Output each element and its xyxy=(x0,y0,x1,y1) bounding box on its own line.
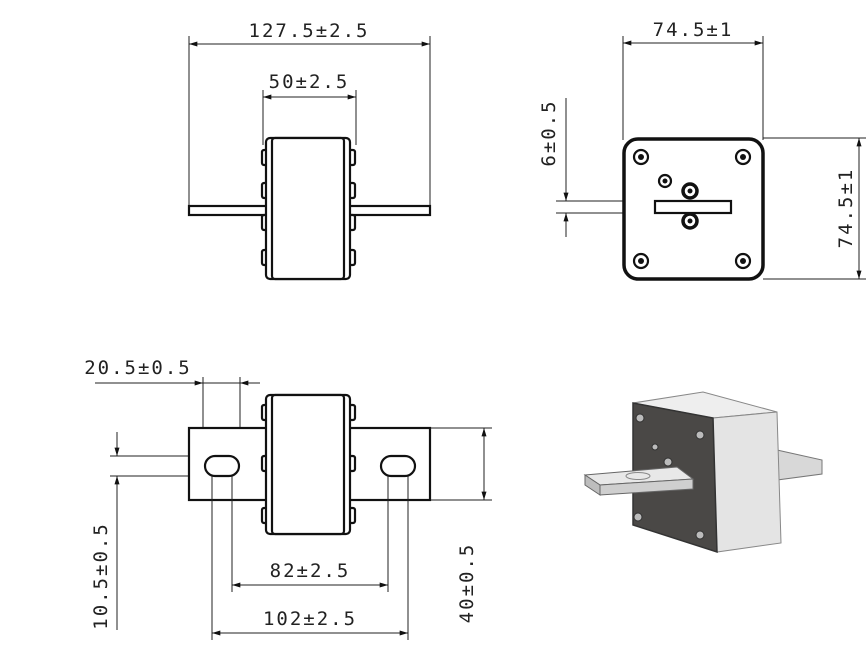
slot-left xyxy=(203,454,241,478)
front-view: 127.5±2.5 50±2.5 xyxy=(187,20,432,281)
dim-slot-center-inner: 82±2.5 xyxy=(270,560,351,582)
dim-end-width: 74.5±1 xyxy=(653,19,734,41)
screws xyxy=(632,148,752,270)
dim-end-height: 74.5±1 xyxy=(835,168,857,249)
fuse-body xyxy=(270,136,346,281)
slot-right xyxy=(379,454,417,478)
dim-slot-length: 20.5±0.5 xyxy=(84,357,192,379)
dim-overall-length: 127.5±2.5 xyxy=(249,20,370,42)
dim-slot-center-outer: 102±2.5 xyxy=(263,608,357,630)
top-view: 20.5±0.5 10.5±0.5 40±0.5 82±2.5 102±2.5 xyxy=(84,357,492,640)
dim-blade-width: 40±0.5 xyxy=(456,543,478,624)
dim-slot-width: 10.5±0.5 xyxy=(90,522,112,630)
end-view: 74.5±1 74.5±1 6±0.5 xyxy=(538,19,866,281)
isometric-render xyxy=(583,391,823,554)
dim-blade-thickness: 6±0.5 xyxy=(538,99,560,166)
blade-section xyxy=(653,199,733,215)
dim-body-width: 50±2.5 xyxy=(269,71,350,93)
